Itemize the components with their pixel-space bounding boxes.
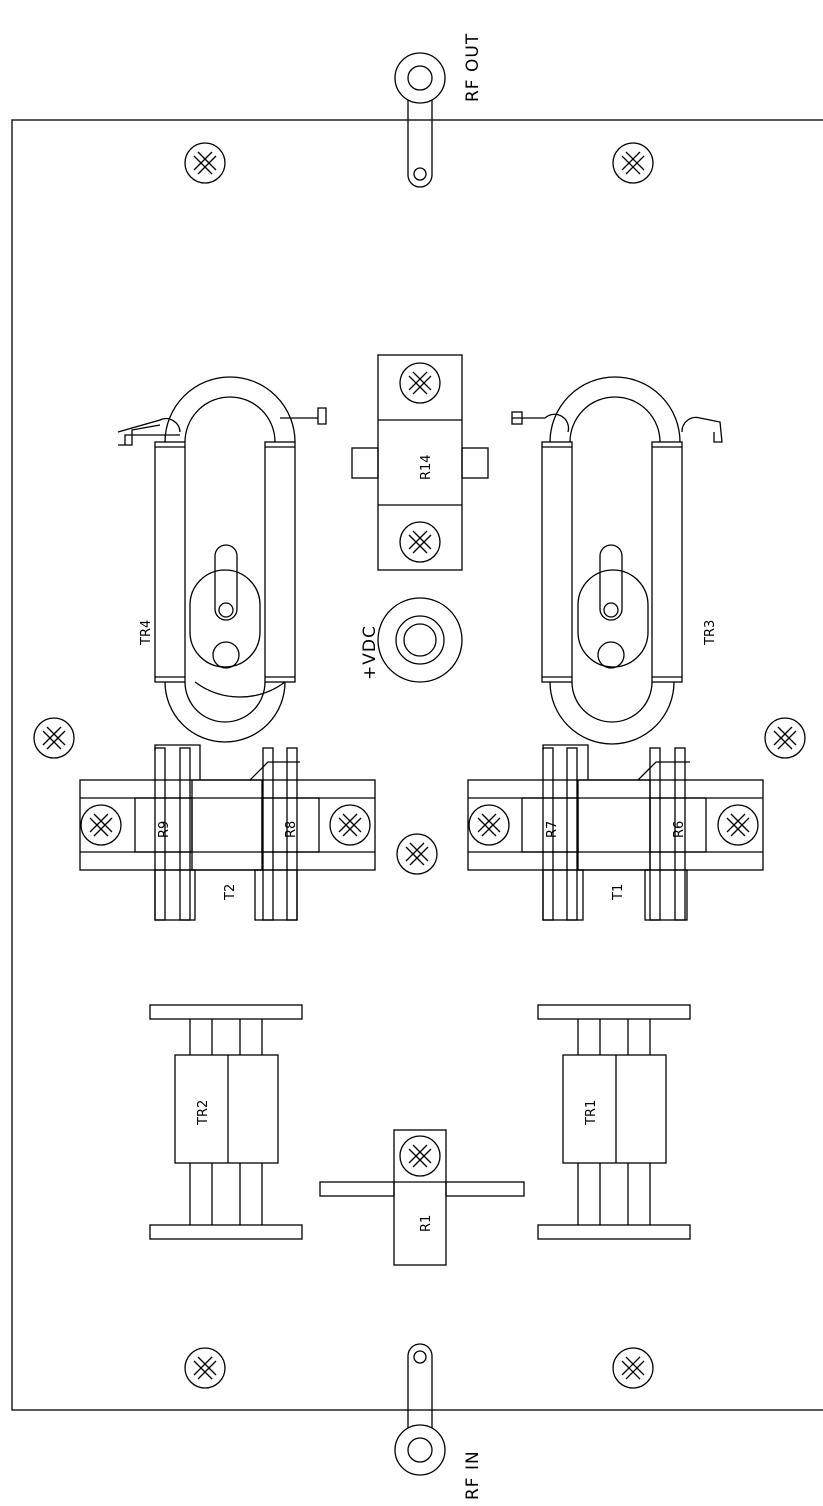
- rf-out-label: RF OUT: [463, 33, 483, 102]
- r8-label: R8: [284, 821, 299, 838]
- t2-label: T2: [223, 884, 238, 901]
- rf-in-label: RF IN: [463, 1450, 483, 1500]
- mounting-screw-icon: [396, 833, 438, 875]
- board-outline: [11, 119, 823, 1411]
- transformer-t2: [79, 744, 376, 921]
- resistor-r14: [351, 354, 489, 571]
- vdc-label: +VDC: [360, 625, 380, 680]
- resistor-r1: [319, 1129, 525, 1266]
- transformer-t1: [467, 744, 764, 921]
- r1-label: R1: [419, 1215, 434, 1232]
- transformer-tr3: [511, 376, 723, 745]
- tr2-label: TR2: [196, 1100, 211, 1126]
- mounting-screw-icon: [184, 142, 226, 184]
- tr3-label: TR3: [703, 620, 718, 646]
- tr4-label: TR4: [139, 620, 154, 646]
- rf-out-connector: [394, 52, 446, 188]
- vdc-terminal: [377, 597, 463, 683]
- r14-label: R14: [419, 454, 434, 480]
- transformer-tr1: [537, 1004, 691, 1240]
- r6-label: R6: [672, 821, 687, 838]
- rf-in-connector: [394, 1343, 446, 1476]
- mounting-screw-icon: [184, 1347, 226, 1389]
- r7-label: R7: [545, 821, 560, 838]
- transformer-tr4: [117, 376, 327, 743]
- transformer-tr2: [149, 1004, 303, 1240]
- mounting-screw-icon: [612, 1347, 654, 1389]
- mounting-screw-icon: [33, 717, 75, 759]
- r9-label: R9: [157, 821, 172, 838]
- mounting-screw-icon: [764, 717, 806, 759]
- mounting-screw-icon: [612, 142, 654, 184]
- t1-label: T1: [611, 884, 626, 901]
- tr1-label: TR1: [584, 1100, 599, 1126]
